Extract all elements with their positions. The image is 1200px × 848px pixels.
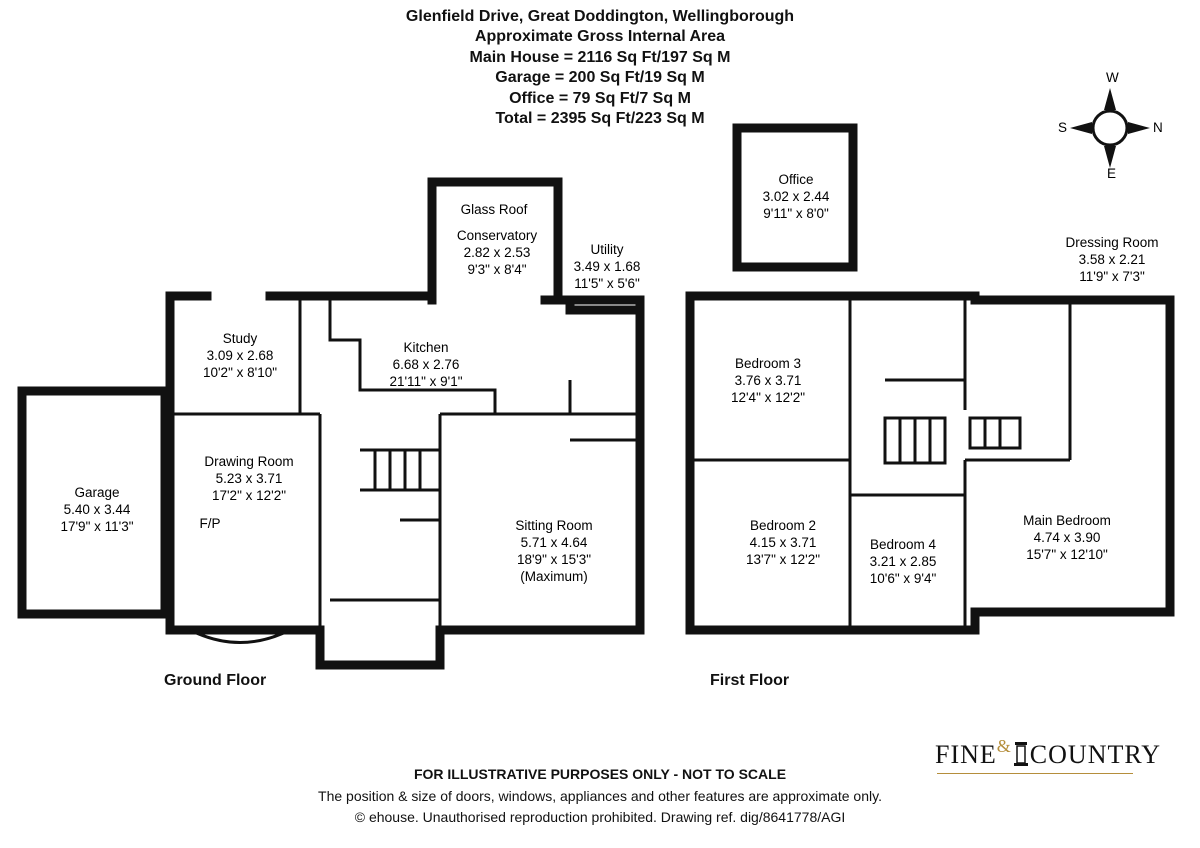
copyright-notice: © ehouse. Unauthorised reproduction proh…: [354, 809, 846, 825]
sitting-room-imperial: 18'9" x 15'3": [517, 552, 591, 567]
garage-name: Garage: [74, 485, 119, 500]
conservatory-imperial: 9'3" x 8'4": [467, 262, 526, 277]
area-garage: Garage = 200 Sq Ft/19 Sq M: [495, 69, 705, 86]
office-imperial: 9'11" x 8'0": [763, 206, 829, 221]
utility-name: Utility: [591, 242, 624, 257]
study-name: Study: [223, 331, 258, 346]
study-imperial: 10'2" x 8'10": [203, 365, 277, 380]
utility-metric: 3.49 x 1.68: [574, 259, 641, 274]
conservatory-metric: 2.82 x 2.53: [464, 245, 531, 260]
kitchen-metric: 6.68 x 2.76: [393, 357, 460, 372]
first-floor-label: First Floor: [710, 672, 790, 689]
logo-word-country: COUNTRY: [1029, 740, 1162, 769]
garage-metric: 5.40 x 3.44: [64, 502, 131, 517]
plan-title: Glenfield Drive, Great Doddington, Welli…: [405, 8, 795, 25]
logo-word-fine: FINE: [935, 740, 997, 769]
disclaimer-detail: The position & size of doors, windows, a…: [318, 788, 882, 804]
garage-walls: [17, 386, 170, 619]
dressing-room-name: Dressing Room: [1065, 235, 1158, 250]
main-bedroom-metric: 4.74 x 3.90: [1034, 530, 1101, 545]
bedroom-3-name: Bedroom 3: [735, 356, 801, 371]
area-main-house: Main House = 2116 Sq Ft/197 Sq M: [469, 49, 731, 66]
brand-logo: FINE&COUNTRY: [935, 736, 1162, 770]
sitting-room-note: (Maximum): [520, 569, 588, 584]
logo-rule: [937, 773, 1133, 774]
office-name: Office: [778, 172, 813, 187]
bedroom-4-imperial: 10'6" x 9'4": [870, 571, 937, 586]
conservatory-name: Conservatory: [457, 228, 538, 243]
conservatory-walls: [427, 177, 563, 305]
main-bedroom-name: Main Bedroom: [1023, 513, 1111, 528]
dressing-room-metric: 3.58 x 2.21: [1079, 252, 1146, 267]
office-walls: [732, 123, 858, 272]
bedroom-4-name: Bedroom 4: [870, 537, 937, 552]
sitting-room-name: Sitting Room: [515, 518, 592, 533]
bedroom-2-name: Bedroom 2: [750, 518, 816, 533]
kitchen-imperial: 21'11" x 9'1": [389, 374, 462, 389]
drawing-room-name: Drawing Room: [204, 454, 293, 469]
utility-walls: [540, 295, 645, 315]
kitchen-name: Kitchen: [403, 340, 448, 355]
bedroom-2-imperial: 13'7" x 12'2": [746, 552, 820, 567]
bedroom-2-metric: 4.15 x 3.71: [750, 535, 817, 550]
garage-imperial: 17'9" x 11'3": [60, 519, 133, 534]
main-bedroom-imperial: 15'7" x 12'10": [1026, 547, 1108, 562]
drawing-room-metric: 5.23 x 3.71: [216, 471, 283, 486]
sitting-room-metric: 5.71 x 4.64: [521, 535, 588, 550]
study-metric: 3.09 x 2.68: [207, 348, 274, 363]
compass-east: E: [1107, 166, 1116, 181]
logo-ampersand: &: [996, 736, 1012, 756]
utility-imperial: 11'5" x 5'6": [574, 276, 640, 291]
area-heading: Approximate Gross Internal Area: [474, 28, 726, 45]
area-total: Total = 2395 Sq Ft/223 Sq M: [495, 110, 705, 127]
bedroom-3-metric: 3.76 x 3.71: [735, 373, 802, 388]
compass-north: N: [1153, 120, 1163, 135]
compass-south: S: [1058, 120, 1067, 135]
bedroom-4-metric: 3.21 x 2.85: [870, 554, 937, 569]
office-metric: 3.02 x 2.44: [763, 189, 830, 204]
pillar-icon: [1013, 742, 1028, 766]
drawing-room-imperial: 17'2" x 12'2": [212, 488, 286, 503]
ground-floor-label: Ground Floor: [164, 672, 267, 689]
disclaimer-heading: FOR ILLUSTRATIVE PURPOSES ONLY - NOT TO …: [413, 766, 787, 782]
area-office: Office = 79 Sq Ft/7 Sq M: [509, 90, 691, 107]
first-floor-outer-wall: [685, 291, 1175, 635]
compass-west: W: [1106, 70, 1119, 85]
fireplace-label: F/P: [199, 516, 220, 531]
dressing-room-imperial: 11'9" x 7'3": [1079, 269, 1145, 284]
conservatory-roof: Glass Roof: [461, 202, 528, 217]
bedroom-3-imperial: 12'4" x 12'2": [731, 390, 805, 405]
